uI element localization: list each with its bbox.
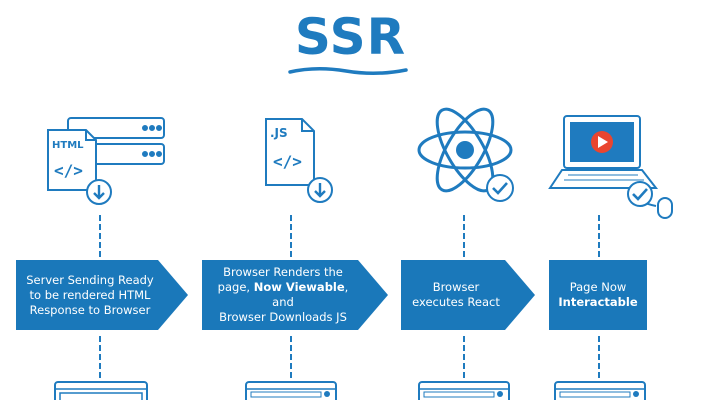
step-2-line-2: page, Now Viewable, and <box>208 280 358 310</box>
title-underline <box>288 67 408 75</box>
step-2-line-1: Browser Renders the <box>223 265 343 279</box>
step-2-line-2c: , and <box>272 280 349 309</box>
step-2-box: Browser Renders the page, Now Viewable, … <box>202 260 388 330</box>
svg-text:</>: </> <box>54 161 83 180</box>
svg-text:</>: </> <box>273 152 302 171</box>
connector-3-lower <box>463 336 467 378</box>
laptop-play-check-icon <box>548 115 673 219</box>
js-file-download-icon: .JS </> <box>265 118 333 203</box>
step-4-line-1: Page Now <box>569 280 627 294</box>
connector-2-lower <box>290 336 294 378</box>
connector-1-upper <box>99 215 103 257</box>
step-2-line-2a: page, <box>217 280 254 294</box>
step-4-box: Page Now Interactable <box>549 260 647 330</box>
connector-1-lower <box>99 336 103 378</box>
step-4-line-2: Interactable <box>558 295 638 309</box>
step-3-box: Browser executes React <box>401 260 535 330</box>
html-label: HTML <box>52 140 84 151</box>
step-2-emphasis: Now Viewable <box>253 280 345 294</box>
step-1-line-3: Response to Browser <box>29 302 151 317</box>
browser-window-4 <box>554 381 646 400</box>
connector-4-lower <box>598 336 602 378</box>
step-2-line-3: Browser Downloads JS <box>219 310 347 324</box>
browser-window-2 <box>245 381 337 400</box>
step-1-line-2: to be rendered HTML <box>29 287 151 302</box>
step-3-line-2: executes React <box>412 295 500 309</box>
connector-4-upper <box>598 215 602 257</box>
js-label: .JS <box>270 126 288 140</box>
step-3-line-1: Browser <box>432 280 480 294</box>
diagram-title: SSR <box>294 8 407 66</box>
step-1-box: Server Sending Ready to be rendered HTML… <box>16 260 188 330</box>
browser-window-1 <box>54 381 148 400</box>
step-1-line-1: Server Sending Ready <box>26 272 154 287</box>
html-file-server-icon: HTML </> <box>47 117 165 205</box>
connector-2-upper <box>290 215 294 257</box>
browser-window-3 <box>418 381 510 400</box>
react-atom-check-icon <box>417 107 514 202</box>
connector-3-upper <box>463 215 467 257</box>
